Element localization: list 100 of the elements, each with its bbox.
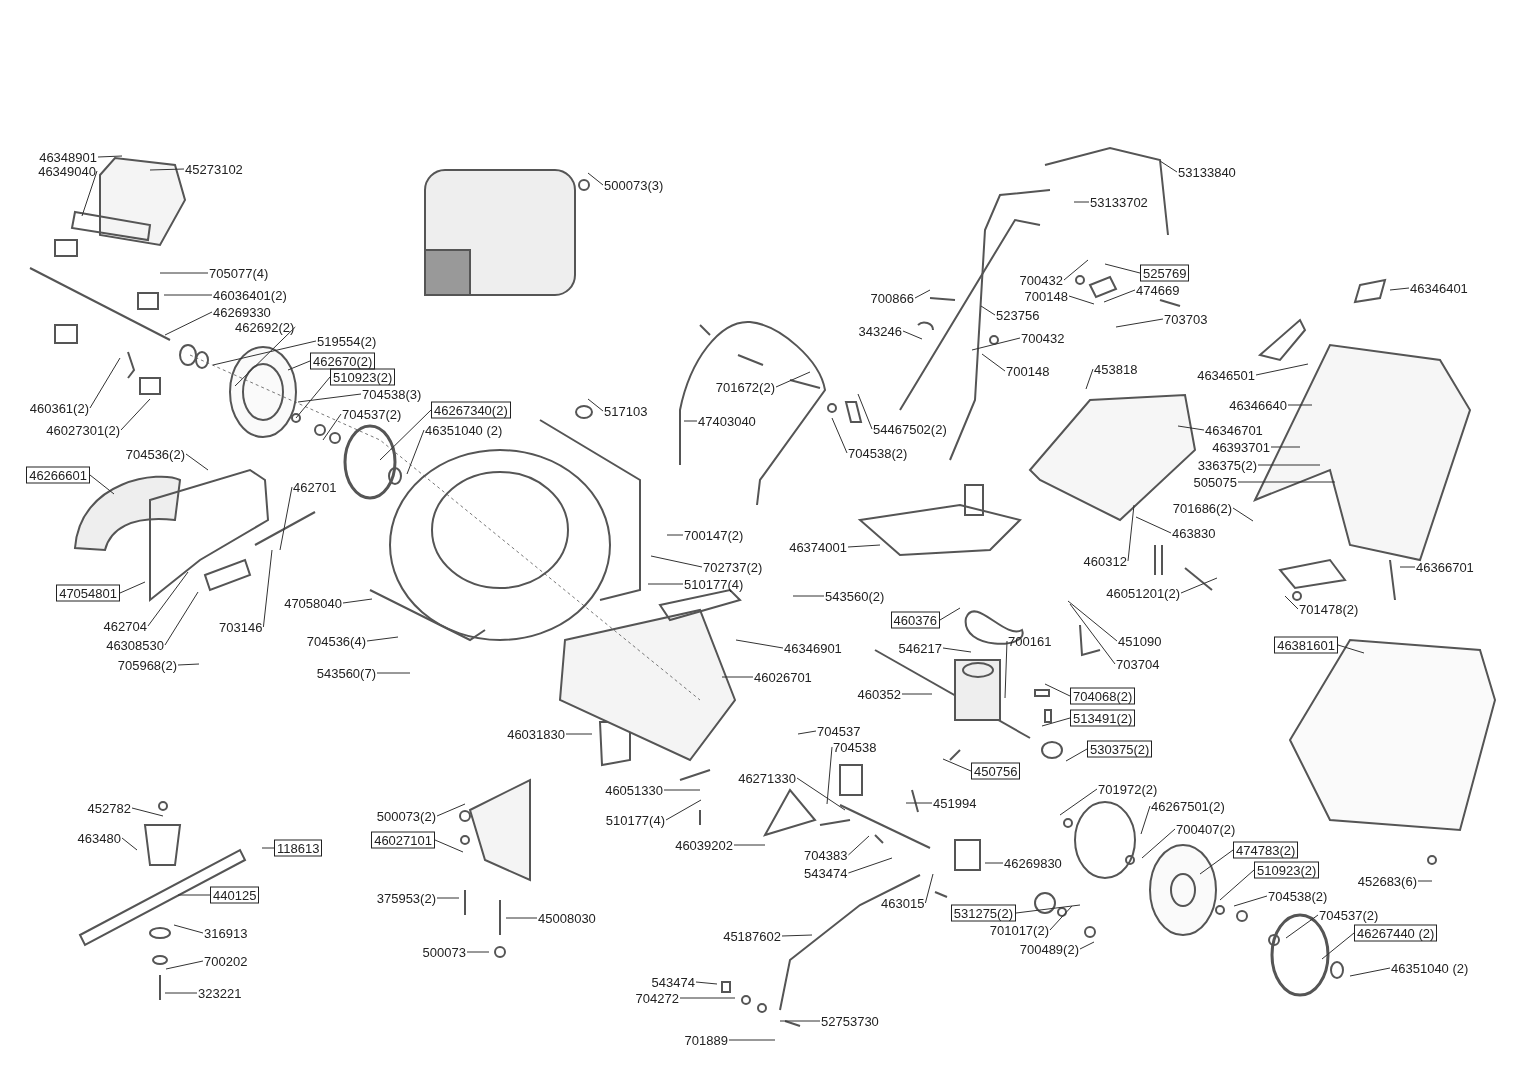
leader-line [1233, 895, 1268, 907]
callout-number: 704537 [816, 723, 862, 739]
callout-number: 453818 [1093, 361, 1139, 377]
callout-number: 462692(2) [234, 319, 296, 335]
callout-number: 704272 [634, 990, 680, 1006]
leader-line [981, 353, 1006, 372]
callout-number: 343246 [857, 323, 903, 339]
callout-number: 46031830 [506, 726, 566, 742]
callout-number: 513491(2) [1070, 709, 1136, 727]
callout-number: 703703 [1163, 311, 1209, 327]
leader-line [924, 873, 934, 904]
callout-number: 704538(3) [361, 386, 423, 402]
callout-number: 46348901 [38, 149, 98, 165]
callout-number: 316913 [203, 925, 249, 941]
leader-line [262, 549, 273, 628]
leader-line [1255, 363, 1309, 376]
callout-number: 46267440 (2) [1354, 924, 1438, 942]
leader-line [287, 360, 311, 371]
callout-number: 517103 [603, 403, 649, 419]
leader-line [665, 799, 702, 821]
callout-number: 500073(3) [603, 177, 665, 193]
callout-number: 523756 [995, 307, 1041, 323]
leader-line [847, 544, 881, 548]
callout-number: 46374001 [788, 539, 848, 555]
leader-line [366, 636, 399, 642]
callout-number: 46266601 [26, 466, 90, 484]
leader-line [565, 733, 593, 735]
leader-line [1285, 914, 1319, 939]
callout-number: 703704 [1115, 656, 1161, 672]
callout-number: 460376 [890, 611, 940, 629]
callout-number: 46381601 [1274, 636, 1338, 654]
callout-number: 702737(2) [702, 559, 764, 575]
callout-number: 463015 [880, 895, 926, 911]
leader-line [131, 807, 164, 817]
leader-line [1015, 904, 1081, 914]
callout-number: 46027301(2) [45, 422, 121, 438]
callout-number: 704536(4) [305, 633, 367, 649]
callout-number: 543560(2) [824, 588, 886, 604]
callout-number: 54467502(2) [872, 421, 948, 437]
leader-line [1063, 259, 1089, 281]
callout-number: 45008030 [537, 910, 597, 926]
callout-number: 46269830 [1003, 855, 1063, 871]
callout-number: 510923(2) [330, 368, 396, 386]
callout-number: 336375(2) [1196, 457, 1258, 473]
leader-line [683, 420, 698, 422]
callout-number: 46346501 [1196, 367, 1256, 383]
callout-number: 46039202 [674, 837, 734, 853]
leader-line [1159, 160, 1178, 173]
leader-line [647, 583, 684, 585]
callout-number: 450756 [971, 762, 1021, 780]
leader-line [159, 272, 209, 274]
leader-line [1141, 828, 1176, 859]
callout-number: 700407(2) [1175, 821, 1237, 837]
leader-line [89, 357, 121, 409]
callout-number: 700161 [1007, 633, 1053, 649]
callout-number: 46393701 [1211, 439, 1271, 455]
callout-number: 452782 [86, 800, 132, 816]
leader-line [1284, 595, 1299, 610]
callout-number: 462701 [292, 479, 338, 495]
leader-line [1287, 404, 1313, 406]
leader-line [164, 311, 213, 336]
leader-line [97, 155, 123, 158]
callout-number: 705968(2) [116, 657, 178, 673]
leader-line [1140, 805, 1151, 835]
leader-line [902, 330, 923, 340]
leader-line [1085, 368, 1094, 390]
leader-line [587, 398, 604, 412]
callout-number: 118613 [274, 839, 323, 857]
callout-number: 700148 [1005, 363, 1051, 379]
leader-line [1067, 600, 1118, 642]
callout-number: 46267501(2) [1150, 798, 1226, 814]
callout-number: 519554(2) [316, 333, 378, 349]
leader-line [1337, 644, 1365, 654]
callout-number: 700432 [1018, 272, 1064, 288]
callout-number: 460312 [1082, 553, 1128, 569]
callout-number: 460361(2) [28, 400, 90, 416]
leader-line [1219, 869, 1255, 901]
leader-line [831, 417, 848, 454]
callout-number: 463830 [1171, 525, 1217, 541]
leader-line [792, 595, 825, 597]
leader-line [1044, 683, 1071, 697]
leader-line [1073, 201, 1090, 203]
callout-number: 52753730 [820, 1013, 880, 1029]
leader-line [149, 168, 185, 171]
leader-line [781, 934, 813, 937]
leader-line [1237, 481, 1336, 483]
callout-number: 704538(2) [847, 445, 909, 461]
callout-number: 46346640 [1228, 397, 1288, 413]
callout-number: 460352 [856, 686, 902, 702]
leader-line [436, 897, 460, 899]
callout-number: 704537(2) [341, 406, 403, 422]
leader-line [505, 917, 538, 919]
leader-line [164, 992, 198, 994]
leader-line [295, 376, 331, 419]
leader-line [165, 960, 204, 970]
callout-number: 700489(2) [1018, 941, 1080, 957]
callout-number: 700432 [1020, 330, 1066, 346]
callout-number: 46346701 [1204, 422, 1264, 438]
callout-number: 704536(2) [124, 446, 186, 462]
leader-line [1004, 640, 1008, 699]
